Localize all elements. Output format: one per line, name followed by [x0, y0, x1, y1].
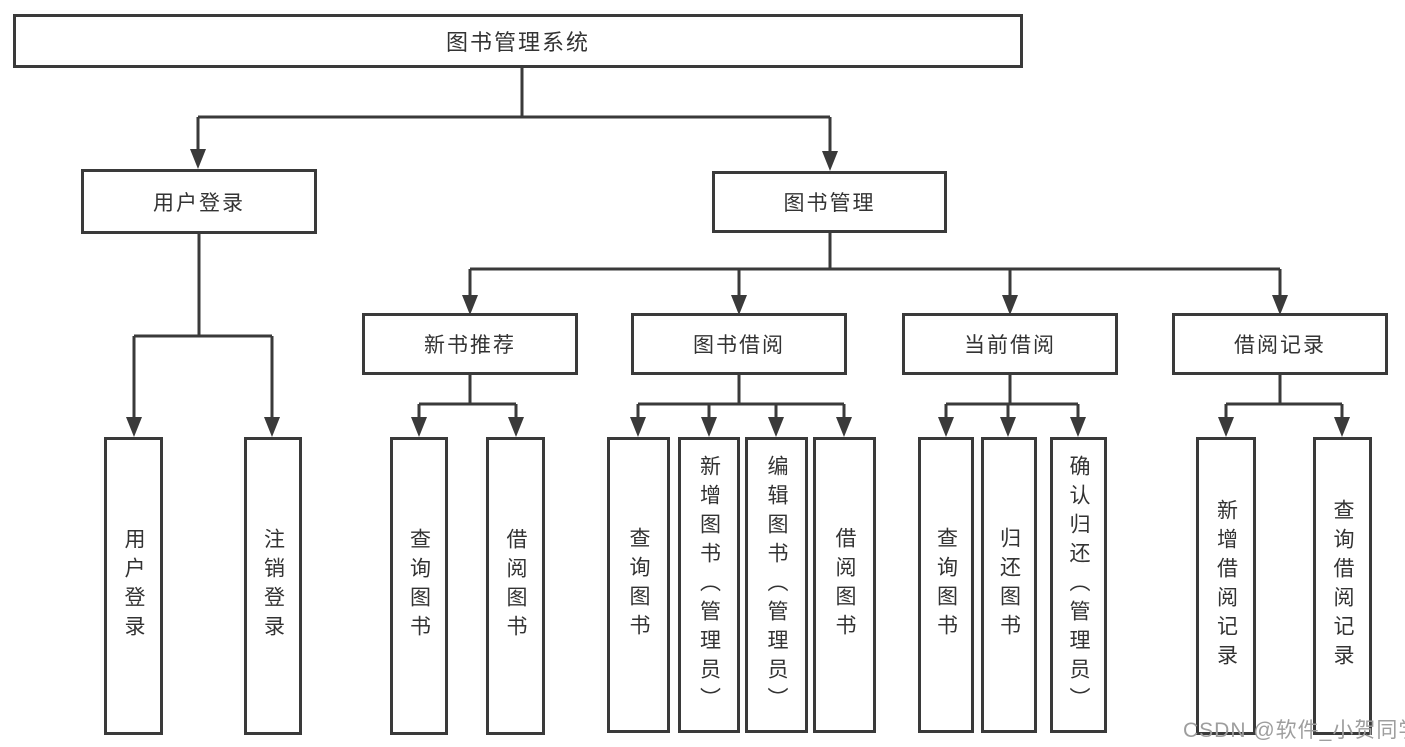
node-book-management: 图书管理 [712, 171, 947, 233]
node-label: 查询借阅记录 [1331, 499, 1354, 673]
leaf-logout: 注销登录 [244, 437, 302, 735]
arrowhead-icon [1272, 295, 1288, 315]
node-label: 归还图书 [997, 527, 1021, 643]
leaf-return-book: 归还图书 [981, 437, 1037, 733]
connector-book-borrowing-branch [636, 375, 846, 433]
arrowhead-icon [411, 417, 427, 437]
node-label: 注销登录 [261, 528, 285, 644]
connector-root-to-level2 [196, 68, 832, 167]
leaf-edit-book-admin: 编辑图书（管理员） [745, 437, 808, 733]
node-borrowing-records: 借阅记录 [1172, 313, 1388, 375]
connector-borrowing-records-branch [1224, 375, 1344, 433]
node-label: 图书借阅 [693, 334, 785, 357]
connectors [132, 68, 1344, 433]
leaf-user-login: 用户登录 [104, 437, 163, 735]
arrowhead-icon [264, 417, 280, 437]
arrowhead-icon [822, 151, 838, 171]
node-library-management-system: 图书管理系统 [13, 14, 1023, 68]
leaf-confirm-return-admin: 确认归还（管理员） [1050, 437, 1107, 733]
arrowhead-icon [1002, 295, 1018, 315]
node-label: 当前借阅 [964, 334, 1056, 357]
node-label: 借阅图书 [504, 528, 527, 644]
arrowhead-icon [190, 149, 206, 169]
node-label: 确认归还（管理员） [1067, 454, 1090, 716]
csdn-watermark: CSDN @软件_小贺同学 [1183, 719, 1405, 742]
leaf-borrow-books: 借阅图书 [813, 437, 876, 733]
node-label: 查询图书 [627, 527, 650, 643]
connector-user-login-branch [132, 234, 274, 433]
node-label: 新书推荐 [424, 334, 516, 357]
leaf-add-borrowing-record: 新增借阅记录 [1196, 437, 1256, 735]
arrowhead-icon [836, 417, 852, 437]
node-label: 用户登录 [122, 528, 145, 644]
node-label: 借阅记录 [1234, 334, 1326, 357]
arrowhead-icon [701, 417, 717, 437]
arrowhead-icon [1000, 417, 1016, 437]
node-label: 编辑图书（管理员） [765, 454, 788, 716]
connector-book-management-branch [468, 233, 1282, 311]
leaf-add-book-admin: 新增图书（管理员） [678, 437, 740, 733]
arrowhead-icon [1070, 417, 1086, 437]
arrowhead-icon [1218, 417, 1234, 437]
node-label: 借阅图书 [833, 527, 856, 643]
node-book-borrowing: 图书借阅 [631, 313, 847, 375]
leaf-query-books-current: 查询图书 [918, 437, 974, 733]
node-label: 新增图书（管理员） [697, 454, 721, 716]
arrowhead-icon [126, 417, 142, 437]
leaf-query-borrowing-record: 查询借阅记录 [1313, 437, 1372, 735]
node-label: 新增借阅记录 [1214, 499, 1238, 673]
node-label: 图书管理系统 [445, 30, 590, 55]
node-label: 用户登录 [153, 191, 245, 215]
arrowheads [126, 149, 1350, 437]
arrowhead-icon [630, 417, 646, 437]
arrowhead-icon [1334, 417, 1350, 437]
node-label: 查询图书 [934, 527, 958, 643]
connector-new-books-branch [417, 375, 518, 433]
leaf-query-books-borrowing: 查询图书 [607, 437, 670, 733]
arrowhead-icon [768, 417, 784, 437]
node-new-book-recommendation: 新书推荐 [362, 313, 578, 375]
arrowhead-icon [508, 417, 524, 437]
arrowhead-icon [938, 417, 954, 437]
node-user-login: 用户登录 [81, 169, 317, 234]
node-label: 查询图书 [407, 528, 431, 644]
arrowhead-icon [731, 295, 747, 315]
arrowhead-icon [462, 295, 478, 315]
leaf-query-books-recommend: 查询图书 [390, 437, 448, 735]
leaf-borrow-books-recommend: 借阅图书 [486, 437, 545, 735]
node-label: 图书管理 [783, 192, 876, 215]
node-current-borrowing: 当前借阅 [902, 313, 1118, 375]
